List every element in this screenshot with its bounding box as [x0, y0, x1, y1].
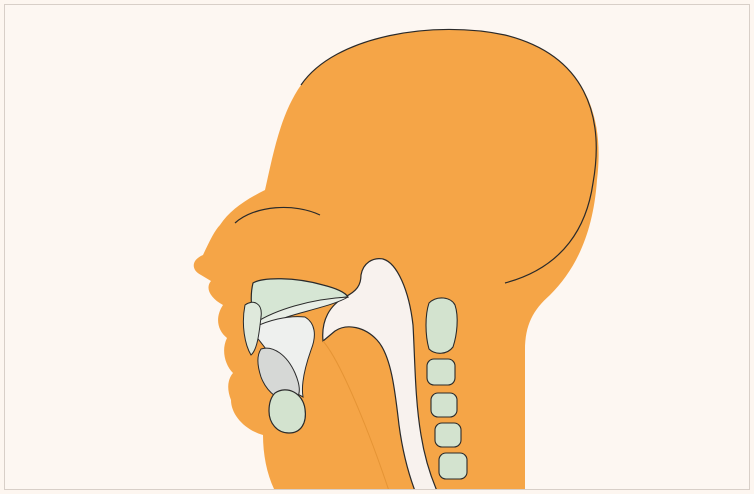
vertebra [431, 393, 457, 417]
head-silhouette [194, 29, 599, 490]
head-diagram [5, 5, 750, 490]
vertebra [439, 453, 467, 479]
vertebra [426, 298, 457, 353]
vertebra [435, 423, 461, 447]
diagram-frame [4, 4, 750, 490]
vertebra [427, 359, 455, 385]
mandible [269, 390, 305, 433]
